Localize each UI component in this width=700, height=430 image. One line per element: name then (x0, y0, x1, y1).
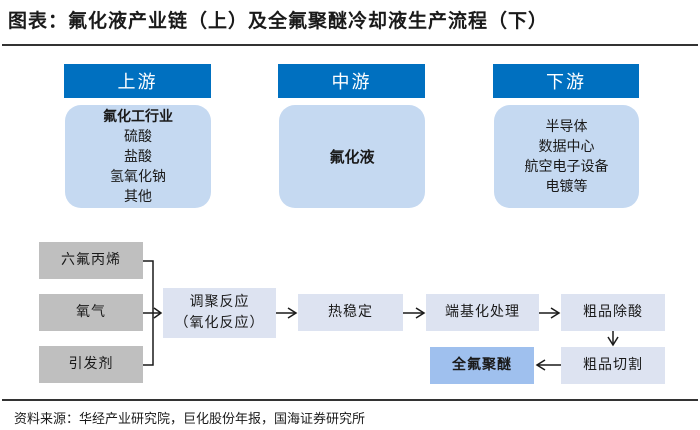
title-divider (2, 44, 698, 46)
product-pfpe: 全氟聚醚 (430, 347, 534, 384)
step-deacidification: 粗品除酸 (561, 294, 665, 331)
arrowhead (287, 307, 298, 319)
arrowhead (153, 307, 163, 319)
downstream-item: 数据中心 (538, 138, 595, 155)
downstream-item: 航空电子设备 (524, 158, 609, 175)
downstream-item: 半导体 (545, 118, 588, 135)
upstream-item: 其他 (124, 188, 152, 205)
source-note: 资料来源：华经产业研究院，巨化股份年报，国海证券研究所 (14, 412, 366, 427)
upstream-item: 硫酸 (124, 128, 152, 145)
step-cutting: 粗品切割 (561, 347, 665, 384)
downstream-header: 下游 (493, 64, 639, 98)
step-polymerization-line1: 调聚反应 (189, 294, 250, 310)
step-polymerization-line2: （氧化反应） (174, 315, 265, 331)
step-thermal-stabilization: 热稳定 (298, 294, 403, 331)
input-oxygen: 氧气 (39, 294, 143, 331)
arrowhead (535, 359, 546, 371)
step-end-group-treatment: 端基化处理 (426, 294, 539, 331)
input-initiator: 引发剂 (39, 346, 143, 383)
source-divider (2, 399, 698, 401)
downstream-item: 电镀等 (545, 178, 588, 195)
upstream-item: 盐酸 (124, 148, 152, 165)
input-hexafluoropropylene: 六氟丙烯 (39, 242, 143, 279)
downstream-card: 半导体 数据中心 航空电子设备 电镀等 (494, 105, 639, 208)
midstream-header: 中游 (278, 64, 425, 98)
arrowhead (550, 307, 561, 319)
arrowhead (415, 307, 426, 319)
figure-title: 图表：氟化液产业链（上）及全氟聚醚冷却液生产流程（下） (8, 10, 549, 32)
midstream-card: 氟化液 (279, 105, 425, 208)
upstream-header: 上游 (64, 64, 211, 98)
upstream-card: 氟化工行业 硫酸 盐酸 氢氧化钠 其他 (65, 105, 211, 208)
step-polymerization: 调聚反应 （氧化反应） (163, 288, 276, 338)
upstream-item: 氢氧化钠 (110, 168, 166, 185)
midstream-item: 氟化液 (329, 147, 375, 166)
arrowhead (607, 336, 619, 347)
upstream-item: 氟化工行业 (103, 108, 173, 125)
